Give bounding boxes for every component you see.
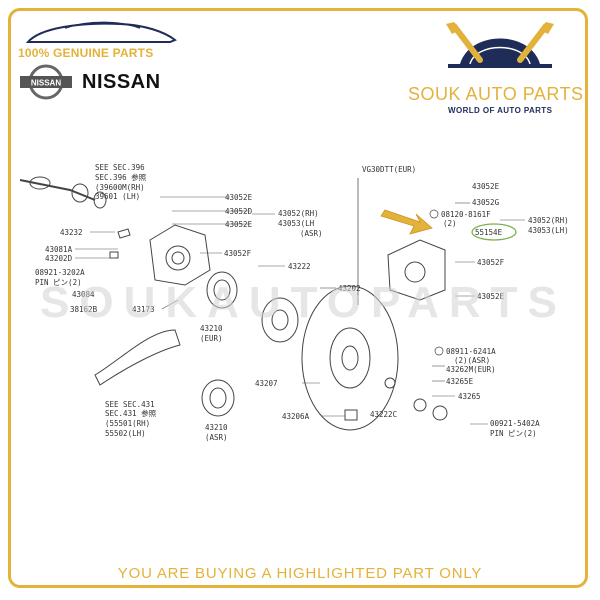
label-asr-1: (ASR): [300, 229, 323, 238]
b-marker-icon: [429, 209, 439, 219]
label-43052-rh: 43052(RH): [278, 209, 319, 218]
label-n-43262m: 43262M(EUR): [446, 365, 496, 374]
label-r-2: (2): [443, 219, 457, 228]
highlight-ring: [471, 223, 517, 241]
nissan-brand: NISSAN NISSAN: [18, 62, 161, 102]
nissan-logo-text: NISSAN: [31, 79, 61, 88]
label-sec-396-ref: SEC.396 参照: [95, 172, 147, 182]
shop-tagline: WORLD OF AUTO PARTS: [448, 106, 553, 115]
label-vg30dtt: VG30DTT(EUR): [362, 165, 416, 174]
label-55501: (55501(RH): [105, 419, 150, 428]
label-43052f: 43052F: [224, 249, 252, 258]
label-asr-2: (ASR): [205, 433, 228, 442]
label-r-43052e-2: 43052E: [477, 292, 505, 301]
label-see-sec-396: SEE SEC.396: [95, 163, 145, 172]
label-eur: (EUR): [200, 334, 223, 343]
nissan-logo-icon: NISSAN: [20, 64, 72, 100]
label-43053-lh: 43053(LH: [278, 219, 315, 228]
label-n-43265: 43265: [458, 392, 481, 401]
label-pin-2-right: PIN ピン(2): [490, 429, 537, 438]
souk-wrench-logo-icon: [446, 22, 554, 68]
label-43206a: 43206A: [282, 412, 310, 421]
highlight-arrow-icon: [380, 209, 433, 235]
label-r-43052e-1: 43052E: [472, 182, 500, 191]
label-43173: 43173: [132, 305, 155, 314]
label-r-43052-rh: 43052(RH): [528, 216, 569, 225]
listing-frame: [8, 8, 588, 588]
label-n-2-asr: (2)(ASR): [454, 356, 490, 365]
brand-name: NISSAN: [82, 70, 161, 93]
label-43052e-1: 43052E: [225, 193, 253, 202]
label-r-08120: 08120-8161F: [441, 210, 491, 219]
label-39601: 39601 (LH): [95, 192, 140, 201]
label-see-sec-431: SEE SEC.431: [105, 400, 155, 409]
label-43207: 43207: [255, 379, 278, 388]
label-r-43053-lh: 43053(LH): [528, 226, 569, 235]
label-43052e-2: 43052E: [225, 220, 253, 229]
label-sec-431-ref: SEC.431 参照: [105, 408, 157, 418]
label-43202d: 43202D: [45, 254, 73, 263]
label-n-43265e: 43265E: [446, 377, 474, 386]
label-43222c: 43222C: [370, 410, 397, 419]
label-43202: 43202: [338, 284, 361, 293]
genuine-tagline: 100% GENUINE PARTS: [18, 46, 154, 60]
n-marker-icon: [434, 346, 444, 356]
car-silhouette-icon: [25, 21, 177, 43]
label-r-55154e-highlighted: 55154E: [475, 228, 503, 237]
label-55502: 55502(LH): [105, 429, 146, 438]
label-n-00921: 00921-5402A: [490, 419, 540, 428]
label-r-43052g: 43052G: [472, 198, 500, 207]
label-43081a: 43081A: [45, 245, 73, 254]
label-43210-asr: 43210: [205, 423, 228, 432]
watermark-text: SOUKAUTOPARTS: [40, 278, 567, 327]
label-n-08911: 08911-6241A: [446, 347, 496, 356]
footer-notice: YOU ARE BUYING A HIGHLIGHTED PART ONLY: [117, 565, 483, 582]
label-43222: 43222: [288, 262, 311, 271]
label-38162b: 38162B: [70, 305, 98, 314]
label-43052d: 43052D: [225, 207, 253, 216]
label-r-43052f: 43052F: [477, 258, 505, 267]
label-43232: 43232: [60, 228, 83, 237]
label-pin-2-left: PIN ピン(2): [35, 278, 82, 287]
label-39600m: (39600M(RH): [95, 183, 145, 192]
shop-name: SOUK AUTO PARTS: [408, 84, 584, 104]
label-43210-eur: 43210: [200, 324, 223, 333]
label-43084: 43084: [72, 290, 95, 299]
label-08921-3202a: 08921-3202A: [35, 268, 85, 277]
